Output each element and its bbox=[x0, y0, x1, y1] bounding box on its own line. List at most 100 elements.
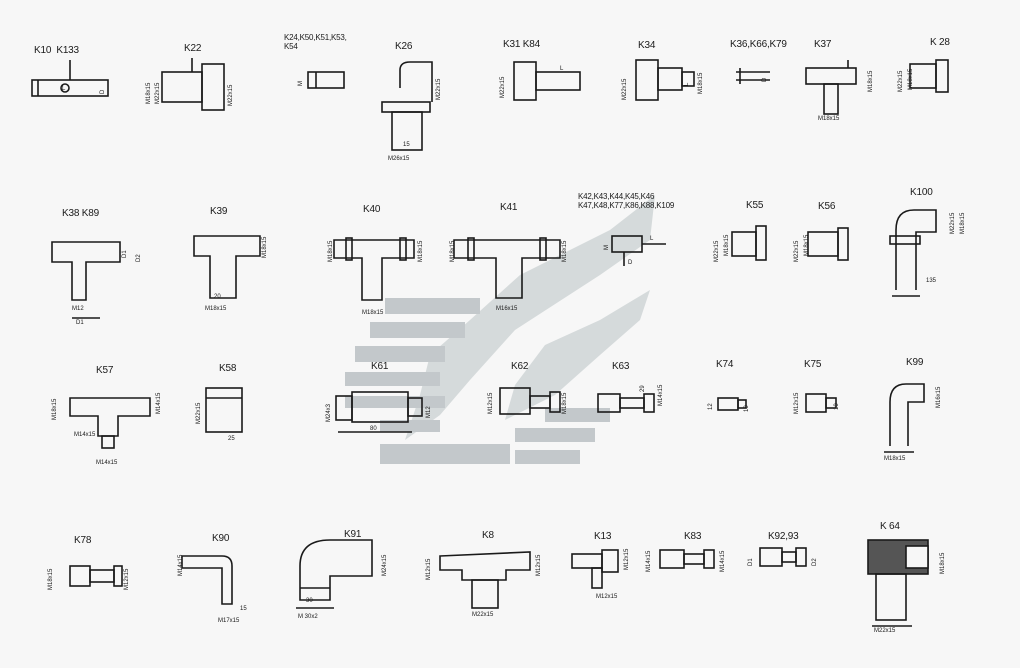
dim-k99-a: M18x15 bbox=[884, 456, 906, 462]
part-k58-drawing bbox=[205, 387, 243, 433]
dim-k100-a: M22x15 bbox=[950, 212, 956, 234]
dim-k40-b: M18x15 bbox=[418, 240, 424, 262]
dim-k13-b: M12x15 bbox=[596, 594, 618, 600]
dim-k75-a: M12x15 bbox=[794, 392, 800, 414]
dim-k61-b: M12 bbox=[426, 406, 432, 418]
part-k38-drawing bbox=[51, 241, 121, 319]
part-k99-drawing bbox=[884, 383, 925, 453]
part-label-k41: K41 bbox=[500, 202, 518, 213]
dim-k40-c: M18x15 bbox=[362, 310, 384, 316]
part-label-k22: K22 bbox=[184, 43, 202, 54]
dim-k99-b: M16x15 bbox=[936, 386, 942, 408]
dim-k78-b: M12x15 bbox=[124, 568, 130, 590]
dim-k61-a: M24x3 bbox=[326, 403, 332, 422]
dim-k40-a: M18x15 bbox=[328, 240, 334, 262]
part-k83-drawing bbox=[659, 549, 715, 569]
part-k74-drawing bbox=[717, 397, 747, 411]
part-k92-drawing bbox=[759, 547, 807, 567]
part-k37-drawing bbox=[805, 60, 857, 115]
dim-k38-a: D1 bbox=[122, 250, 128, 258]
part-k39-drawing bbox=[193, 235, 261, 299]
dim-k100-b: M18x15 bbox=[960, 212, 966, 234]
part-k8-drawing bbox=[439, 551, 531, 609]
dim-k42-m: M bbox=[604, 245, 610, 250]
dim-k42-l: L bbox=[650, 236, 654, 242]
part-k64-drawing bbox=[867, 539, 929, 627]
part-label-k13: K13 bbox=[594, 531, 612, 542]
dim-k57-b: M14x15 bbox=[156, 392, 162, 414]
dim-k63-b: M14x15 bbox=[658, 384, 664, 406]
part-label-k63: K63 bbox=[612, 361, 630, 372]
part-label-k57: K57 bbox=[96, 365, 114, 376]
part-label-k91: K91 bbox=[344, 529, 362, 540]
part-label-k26: K26 bbox=[395, 41, 413, 52]
dim-k91-b: 30 bbox=[306, 598, 313, 604]
dim-k39-a: M18x15 bbox=[262, 236, 268, 258]
part-label-k39: K39 bbox=[210, 206, 228, 217]
part-label-k74: K74 bbox=[716, 359, 734, 370]
dim-k91-c: M 30x2 bbox=[298, 614, 318, 620]
dim-k91-a: M24x15 bbox=[382, 554, 388, 576]
dim-k34-c: M18x15 bbox=[698, 72, 704, 94]
part-label-k78: K78 bbox=[74, 535, 92, 546]
part-label-k83: K83 bbox=[684, 531, 702, 542]
dim-k42-d: D bbox=[628, 260, 633, 266]
part-label-k31: K31 K84 bbox=[503, 39, 540, 50]
dim-k58-b: 25 bbox=[228, 436, 235, 442]
part-k75-drawing bbox=[805, 393, 837, 413]
part-label-k90: K90 bbox=[212, 533, 230, 544]
part-k90-drawing bbox=[181, 555, 233, 605]
part-label-k36: K36,K66,K79 bbox=[730, 39, 787, 50]
dim-k55-a: M22x15 bbox=[714, 240, 720, 262]
part-label-k75: K75 bbox=[804, 359, 822, 370]
dim-k39-b: M18x15 bbox=[205, 306, 227, 312]
dim-k90-c: 15 bbox=[240, 606, 247, 612]
part-k22-drawing bbox=[161, 58, 225, 111]
dim-k31-b: L bbox=[560, 66, 564, 72]
dim-k55-b: M18x15 bbox=[724, 234, 730, 256]
dim-k62-b: M18x15 bbox=[562, 392, 568, 414]
dim-k22-c: M22x15 bbox=[228, 84, 234, 106]
dim-k64-a: M18x15 bbox=[940, 552, 946, 574]
part-k24-drawing bbox=[307, 71, 345, 89]
dim-k62-a: M12x15 bbox=[488, 392, 494, 414]
part-label-k28: K 28 bbox=[930, 37, 950, 48]
dim-k74-a: 12 bbox=[708, 403, 714, 410]
dim-k26-c: M26x15 bbox=[388, 156, 410, 162]
dim-k8-b: M12x15 bbox=[536, 554, 542, 576]
dim-k28-b: M18x15 bbox=[908, 68, 914, 90]
part-k55-drawing bbox=[731, 225, 767, 261]
part-k10-drawing bbox=[31, 60, 109, 97]
part-k34-drawing bbox=[635, 59, 695, 101]
part-label-k100: K100 bbox=[910, 187, 933, 198]
dim-k39-c: 20 bbox=[214, 294, 221, 300]
dim-k41-a: M18x15 bbox=[450, 240, 456, 262]
part-label-k58: K58 bbox=[219, 363, 237, 374]
dim-k83-a: M14x15 bbox=[646, 550, 652, 572]
dim-k41-b: M18x15 bbox=[562, 240, 568, 262]
dim-k92-b: D2 bbox=[812, 558, 818, 566]
part-label-k62: K62 bbox=[511, 361, 529, 372]
part-k42-drawing bbox=[611, 235, 666, 266]
dim-k64-b: M22x15 bbox=[874, 628, 896, 634]
part-k28-drawing bbox=[909, 59, 949, 93]
dim-k38-b: D2 bbox=[136, 254, 142, 262]
part-label-k38: K38 K89 bbox=[62, 208, 99, 219]
part-k57-drawing bbox=[69, 397, 151, 449]
dim-k38-d: M12 bbox=[72, 306, 84, 312]
dim-k8-a: M12x15 bbox=[426, 558, 432, 580]
part-label-k64: K 64 bbox=[880, 521, 900, 532]
part-label-k92: K92,93 bbox=[768, 531, 799, 542]
part-label-k55: K55 bbox=[746, 200, 764, 211]
dim-k26-b: 15 bbox=[403, 142, 410, 148]
dim-k83-b: M14x15 bbox=[720, 550, 726, 572]
part-label-k61: K61 bbox=[371, 361, 389, 372]
part-k13-drawing bbox=[571, 549, 619, 589]
part-k26-drawing bbox=[381, 61, 433, 151]
dim-k57-a: M18x15 bbox=[52, 398, 58, 420]
part-k62-drawing bbox=[499, 387, 561, 415]
dim-k34-b: L bbox=[684, 82, 690, 86]
dim-k41-c: M16x15 bbox=[496, 306, 518, 312]
part-k91-drawing bbox=[296, 539, 373, 609]
